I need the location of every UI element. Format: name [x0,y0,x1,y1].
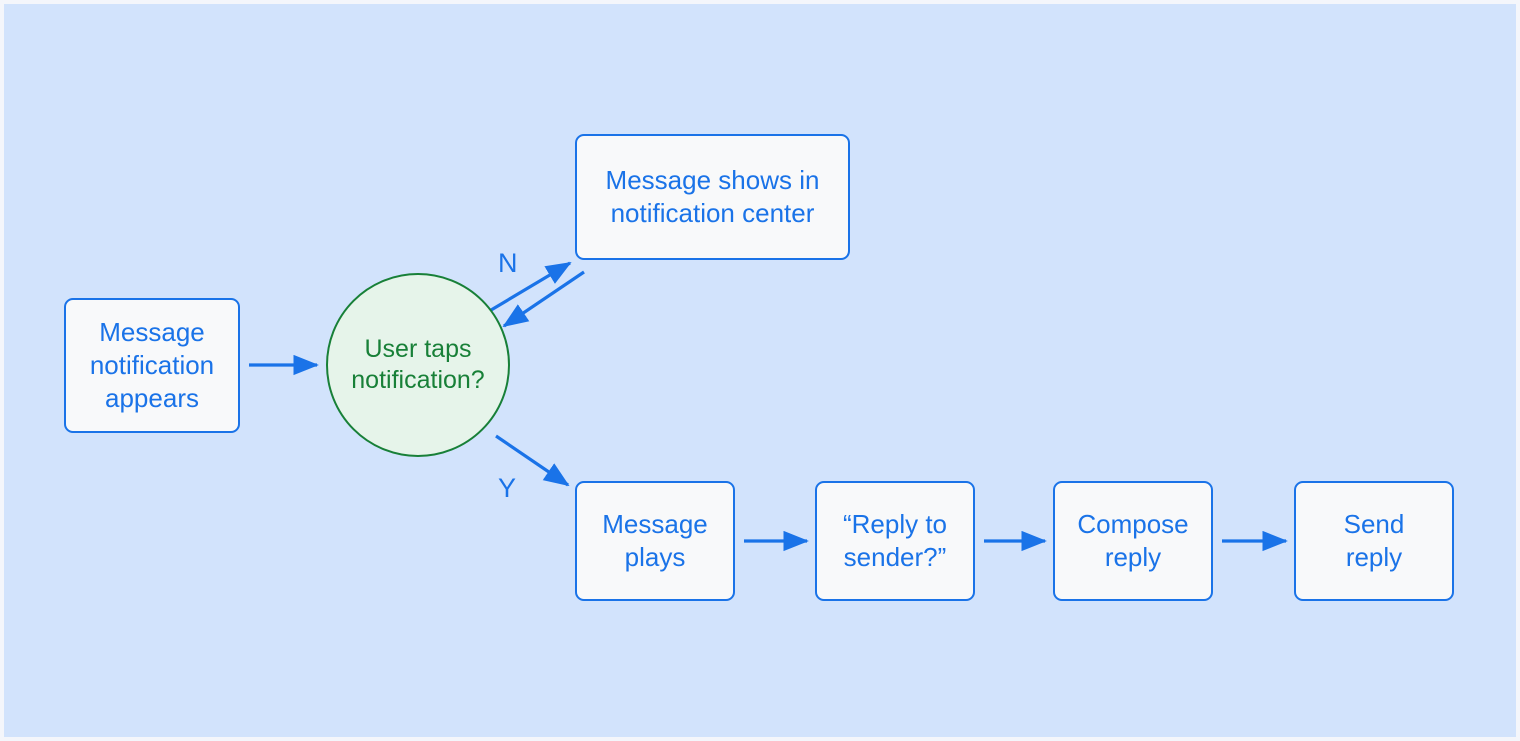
node-send-reply[interactable]: Send reply [1294,481,1454,601]
node-reply-to-sender[interactable]: “Reply to sender?” [815,481,975,601]
node-compose-reply[interactable]: Compose reply [1053,481,1213,601]
node-message-notification-appears[interactable]: Message notification appears [64,298,240,433]
connector-decision-to-notification-center [480,261,572,318]
connector-notification-center-to-decision [502,270,585,328]
node-message-shows-in-notification-center[interactable]: Message shows in notification center [575,134,850,260]
node-user-taps-notification[interactable]: User taps notification? [326,273,510,457]
edge-label-branch-yes: Y [498,473,517,503]
node-message-plays[interactable]: Message plays [575,481,735,601]
edge-label-branch-no: N [498,248,518,278]
